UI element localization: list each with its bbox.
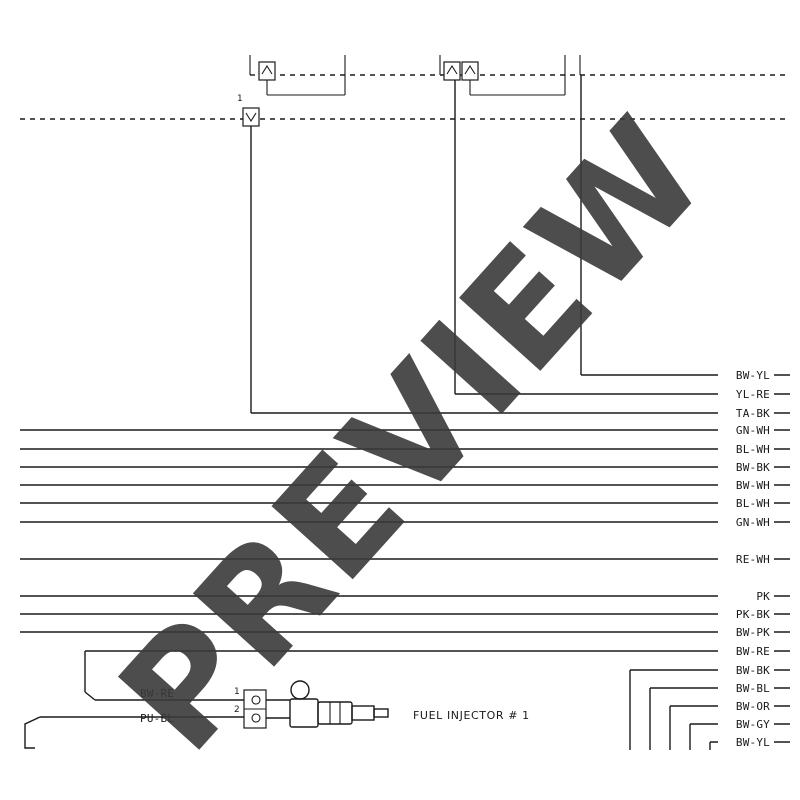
wire-label-background [718, 699, 774, 712]
wire-label-background [718, 423, 774, 436]
injector-return-path [24, 716, 41, 749]
wire-label: GN-WH [736, 424, 770, 437]
wire-label: GN-WH [736, 516, 770, 529]
wire-label: PK [756, 590, 770, 603]
wire-label-background [718, 625, 774, 638]
wire-label-background [718, 460, 774, 473]
injector-feed-diagonal [84, 691, 96, 701]
injector-pin-1-label: 1 [234, 687, 240, 697]
inline-connector-c [461, 61, 479, 81]
wire-label-background [718, 387, 774, 400]
wire-label: BW-BK [736, 664, 770, 677]
wire-label: BW-PK [736, 626, 770, 639]
inline-connector-b [443, 61, 461, 81]
wire-label: BW-BK [736, 461, 770, 474]
wire-label: PK-BK [736, 608, 770, 621]
wire-label-background [718, 589, 774, 602]
wire-label-background [718, 515, 774, 528]
wire-label: BL-WH [736, 497, 770, 510]
wire-label-background [718, 663, 774, 676]
injector-harness: BW-RE PU-BL 1 2 FUEL INJECTOR # 1 [24, 651, 530, 749]
wire-label-background [718, 717, 774, 730]
wire-label-background [718, 607, 774, 620]
injector-bank-bracket [629, 670, 711, 750]
wire-label-background [718, 496, 774, 509]
wire-label: BW-RE [736, 645, 770, 658]
inline-connector-d [242, 107, 260, 127]
wire-label: BW-BL [736, 682, 770, 695]
wire-label-background [718, 552, 774, 565]
preview-watermark: PREVIEW [87, 87, 739, 784]
right-wire-group: BW-YL YL-RE TA-BK GN-WH BL-WH BW-BK BW-WH BL-WH… [20, 368, 790, 749]
wire-label-background [718, 681, 774, 694]
wire-label: RE-WH [736, 553, 770, 566]
wire-label-background [718, 644, 774, 657]
wire-label: BW-YL [736, 369, 770, 382]
connector-pin-label: 1 [237, 94, 243, 104]
wire-label: BL-WH [736, 443, 770, 456]
wire-label-background [718, 735, 774, 748]
wire-label: BW-YL [736, 736, 770, 749]
wire-label-background [718, 442, 774, 455]
wire-label-background [718, 478, 774, 491]
injector-wire-1-label: BW-RE [140, 687, 174, 700]
wire-label: YL-RE [736, 388, 770, 401]
wire-label: BW-WH [736, 479, 770, 492]
fuel-injector-label: FUEL INJECTOR # 1 [413, 709, 530, 722]
injector-wire-2-label: PU-BL [140, 712, 174, 725]
injector-pin-2-label: 2 [234, 705, 240, 715]
wire-label: TA-BK [736, 407, 770, 420]
inline-connector-a [258, 61, 276, 81]
fuel-injector-icon [266, 680, 389, 728]
wire-label: BW-GY [736, 718, 770, 731]
injector-connector [243, 689, 267, 729]
wire-label-background [718, 368, 774, 381]
wire-label: BW-OR [736, 700, 770, 713]
wire-label-background [718, 406, 774, 419]
